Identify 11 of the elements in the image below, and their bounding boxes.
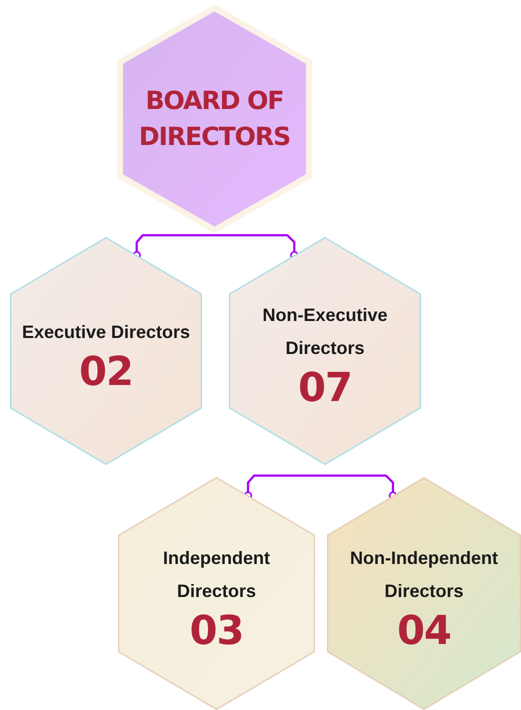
title-text: BOARD OF DIRECTORS [138, 85, 292, 153]
connector-line [244, 474, 398, 500]
connector-line [132, 234, 298, 260]
role-label: Non-Executive Directors [261, 304, 389, 360]
role-label: Independent Directors [162, 546, 271, 602]
count-number: 07 [298, 365, 352, 411]
count-number: 03 [190, 608, 244, 654]
role-label: Executive Directors [22, 320, 190, 344]
count-number: 04 [397, 608, 451, 654]
role-label: Non-Independent Directors [349, 546, 499, 602]
count-number: 02 [79, 348, 133, 394]
